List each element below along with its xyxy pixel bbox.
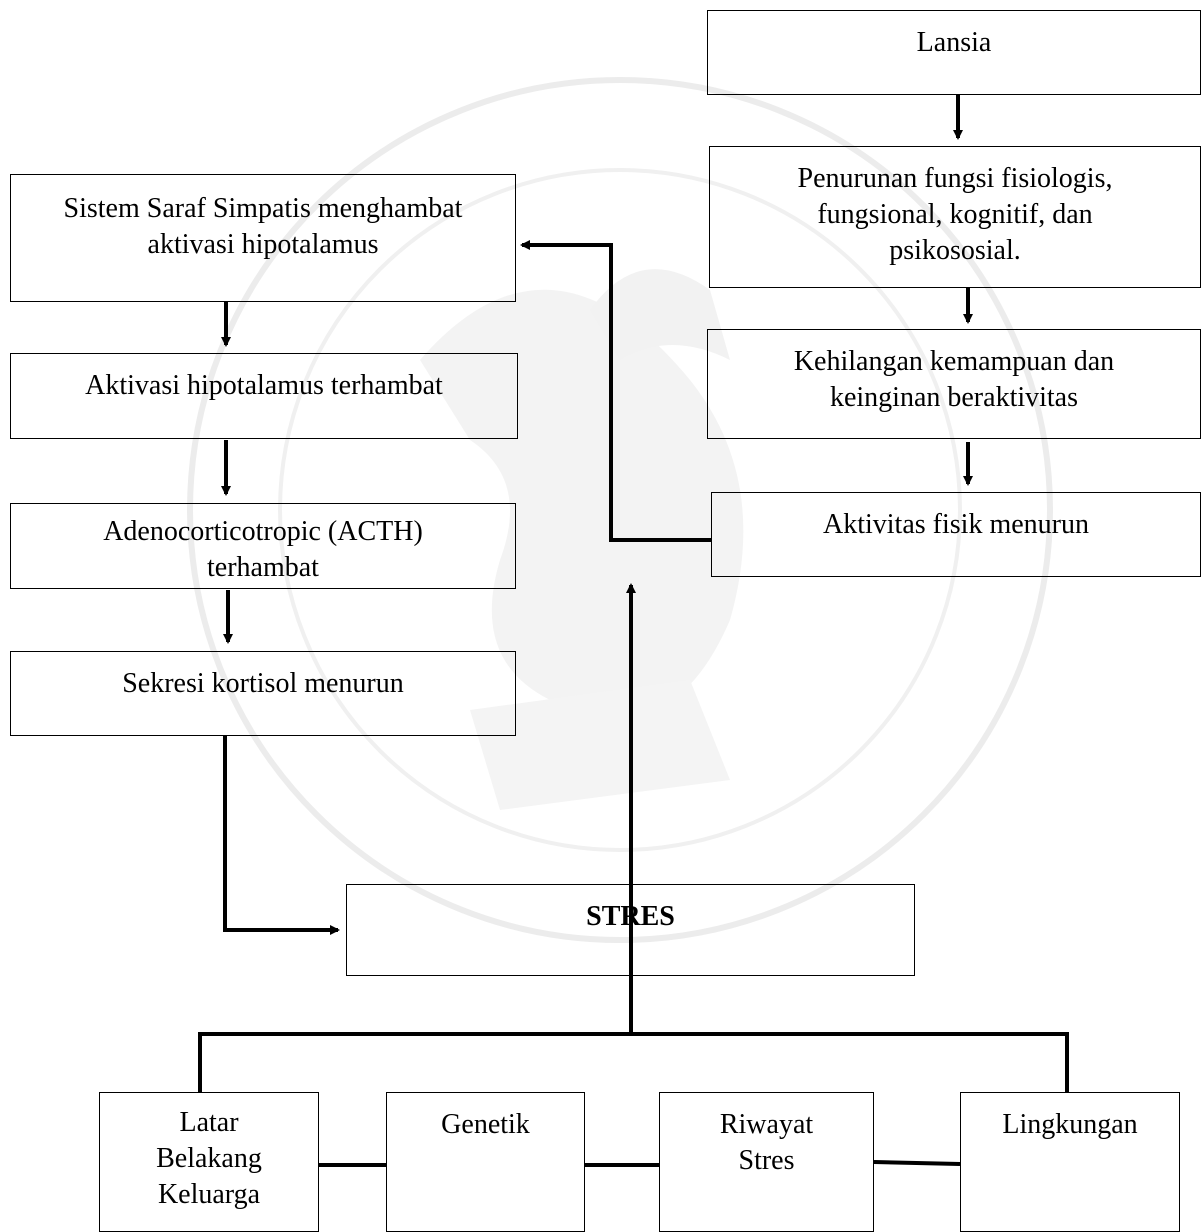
arrow-aktivitas-sistem-saraf <box>520 240 711 542</box>
node-riwayat-stres: Riwayat Stres <box>659 1092 874 1232</box>
node-aktivasi: Aktivasi hipotalamus terhambat <box>10 353 518 439</box>
node-kehilangan: Kehilangan kemampuan dan keinginan berak… <box>707 329 1201 439</box>
link-riwayat-lingkungan <box>873 1160 961 1166</box>
node-genetik: Genetik <box>386 1092 585 1232</box>
factor-bus-line <box>198 1032 1069 1092</box>
node-penurunan: Penurunan fungsi fisiologis, fungsional,… <box>709 146 1201 288</box>
node-sekresi: Sekresi kortisol menurun <box>10 651 516 736</box>
arrow-sekresi-stres <box>223 736 340 935</box>
node-lansia: Lansia <box>707 10 1201 95</box>
node-stres: STRES <box>346 884 915 976</box>
node-aktivitas: Aktivitas fisik menurun <box>711 492 1201 577</box>
node-lingkungan: Lingkungan <box>960 1092 1180 1232</box>
node-acth: Adenocorticotropic (ACTH) terhambat <box>10 503 516 589</box>
node-sistem-saraf: Sistem Saraf Simpatis menghambat aktivas… <box>10 174 516 302</box>
node-latar-belakang-keluarga: Latar Belakang Keluarga <box>99 1092 319 1232</box>
